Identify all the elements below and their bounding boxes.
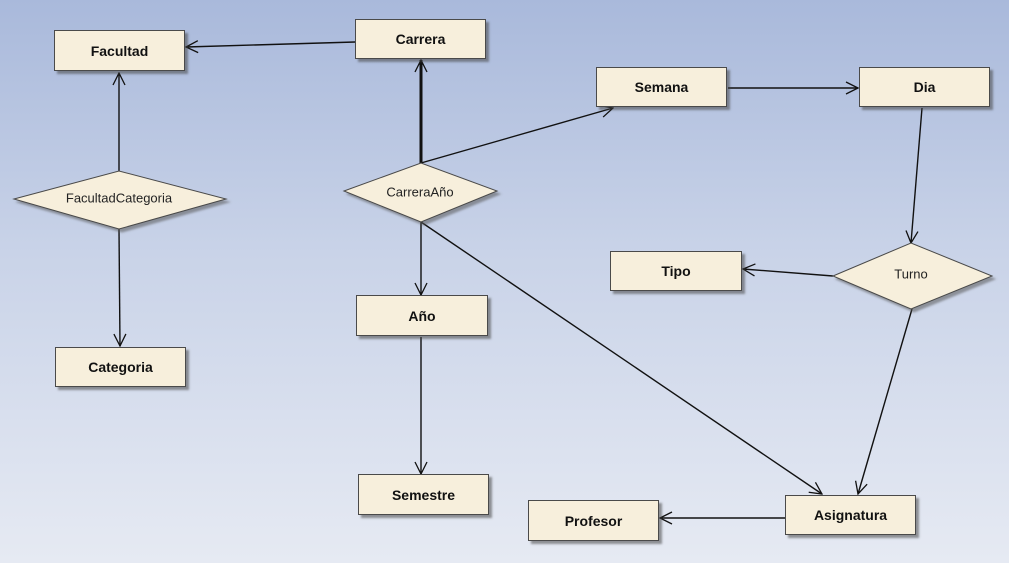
relationship-carreraano-label: CarreraAño: [386, 184, 454, 200]
edge-facultadcategoria-categoria: [119, 228, 120, 346]
entity-semestre[interactable]: Semestre: [358, 474, 489, 515]
edge-turno-tipo: [743, 269, 834, 277]
entity-dia[interactable]: Dia: [859, 67, 990, 107]
entity-carrera[interactable]: Carrera: [355, 19, 486, 59]
entity-ano[interactable]: Año: [356, 295, 488, 336]
relationship-facultadcategoria-label: FacultadCategoria: [65, 190, 173, 206]
edge-carreraano-semana: [420, 108, 613, 164]
edge-carrera-facultad: [186, 42, 356, 47]
entity-profesor[interactable]: Profesor: [528, 500, 659, 541]
entity-asignatura[interactable]: Asignatura: [785, 495, 916, 535]
edge-dia-turno: [911, 107, 923, 243]
edge-carreraano-asignatura: [420, 221, 822, 494]
relationship-facultadcategoria-shape[interactable]: [12, 170, 228, 230]
relationship-turno-shape[interactable]: [831, 242, 994, 310]
entity-semana[interactable]: Semana: [596, 67, 727, 107]
edge-turno-asignatura: [858, 308, 913, 494]
entity-tipo[interactable]: Tipo: [610, 251, 742, 291]
relationship-carreraano-shape[interactable]: [342, 162, 499, 223]
entity-facultad[interactable]: Facultad: [54, 30, 185, 71]
entity-categoria[interactable]: Categoria: [55, 347, 186, 387]
relationship-turno-label: Turno: [894, 266, 928, 282]
